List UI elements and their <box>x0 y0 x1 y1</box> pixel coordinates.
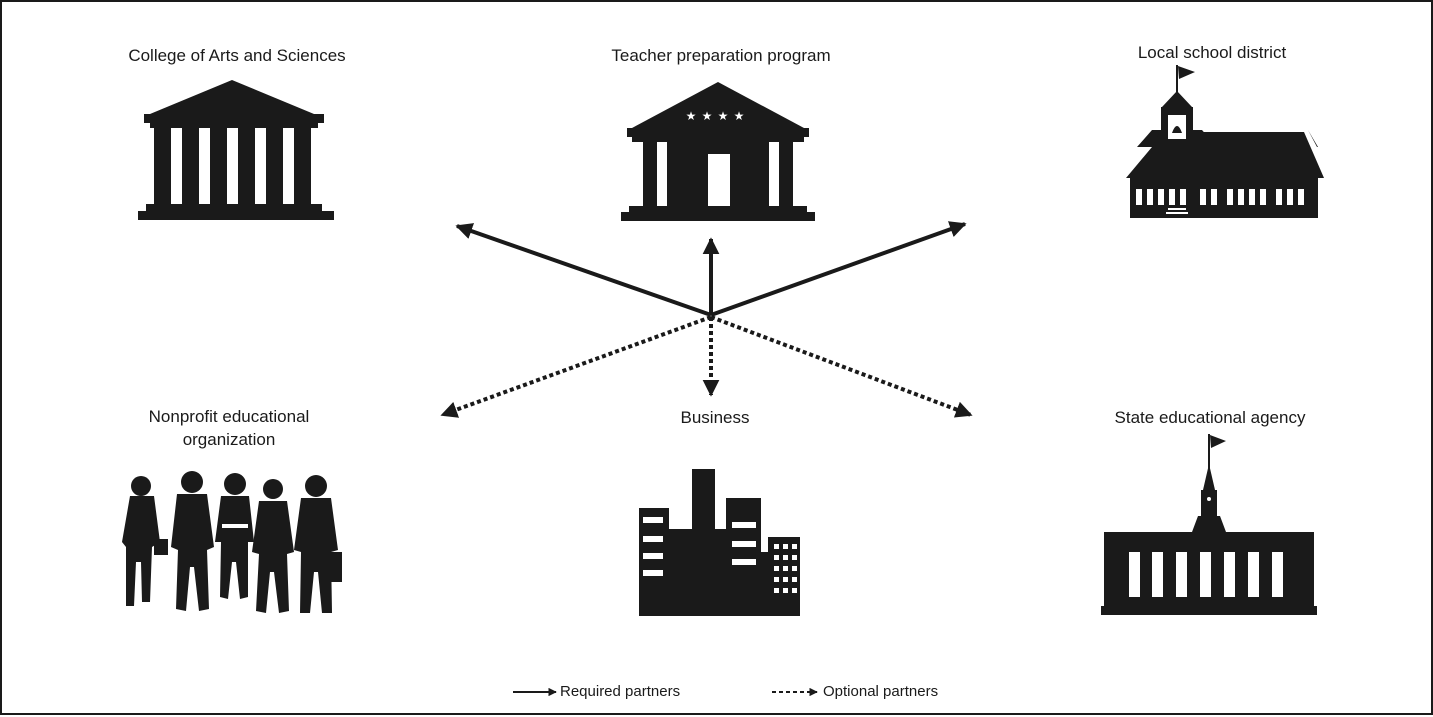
svg-text:★: ★ <box>718 109 729 123</box>
optional-arrows <box>440 315 973 418</box>
nonprofit-label-line1: Nonprofit educational <box>148 407 310 426</box>
classical-building-icon <box>138 80 334 220</box>
teacher-prep-label: Teacher preparation program <box>611 46 831 65</box>
building-with-stars-icon: ★ ★ ★ ★ <box>621 82 815 221</box>
required-arrows <box>455 221 967 317</box>
business-label: Business <box>680 408 750 427</box>
legend-required-label: Required partners <box>560 683 681 700</box>
schoolhouse-with-flag-icon <box>1126 65 1324 218</box>
legend-optional-label: Optional partners <box>823 683 939 700</box>
svg-text:★: ★ <box>734 109 745 123</box>
arrow-to-college <box>455 223 712 317</box>
arrow-to-state-agency <box>710 315 973 418</box>
svg-text:★: ★ <box>686 109 697 123</box>
school-district-label: Local school district <box>1137 43 1287 62</box>
arrow-to-school-district <box>710 221 967 317</box>
group-of-people-icon <box>122 471 342 613</box>
svg-text:★: ★ <box>702 109 713 123</box>
arrow-to-nonprofit <box>440 315 712 418</box>
state-agency-label: State educational agency <box>1114 408 1306 427</box>
capitol-building-icon <box>1101 434 1317 615</box>
city-skyline-icon <box>639 469 800 616</box>
nonprofit-label-line2: organization <box>182 430 276 449</box>
college-label: College of Arts and Sciences <box>128 46 346 65</box>
